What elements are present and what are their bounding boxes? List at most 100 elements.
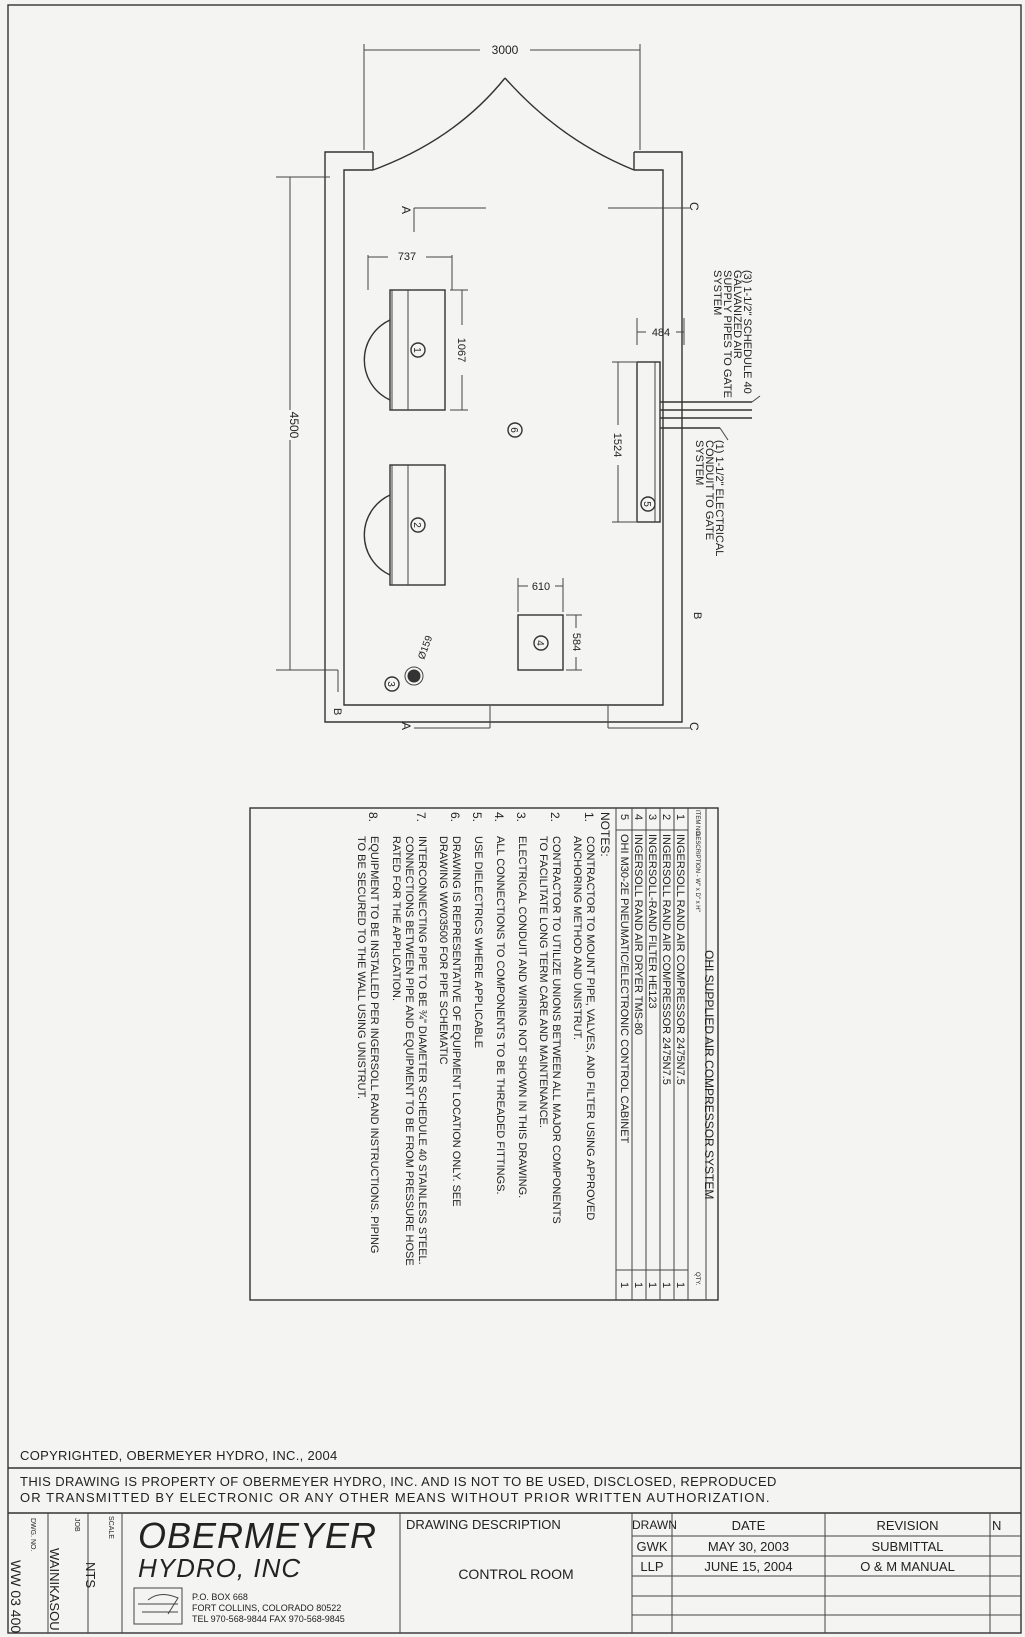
- compressor-2: [389, 464, 446, 586]
- revision-drawn: GWK: [636, 1539, 668, 1554]
- dim-compressor-depth: 1067: [455, 338, 467, 362]
- property-notice-line: THIS DRAWING IS PROPERTY OF OBERMEYER HY…: [20, 1474, 777, 1489]
- bom-row-desc: INGERSOLL-RAND FILTER HE123: [646, 834, 658, 1009]
- bom-row-qty: 1: [646, 1282, 658, 1289]
- dim-height: 4500: [287, 412, 301, 439]
- dim-width: 3000: [492, 43, 519, 57]
- callout-air-pipes: (3) 1-1/2" SCHEDULE 40 GALVANIZED AIR SU…: [711, 270, 753, 398]
- company-address: TEL 970-568-9844 FAX 970-568-9845: [192, 1614, 345, 1624]
- notes-box: [249, 807, 719, 1301]
- item-balloon-2: 2: [410, 517, 426, 533]
- bom-row-no: 4: [632, 814, 644, 821]
- notes-heading: NOTES:: [598, 812, 612, 857]
- bom-title: OHI SUPPLIED AIR COMPRESSOR SYSTEM: [702, 950, 716, 1200]
- bom-row-desc: OHI M30-2E PNEUMATIC/ELECTRONIC CONTROL …: [618, 834, 630, 1144]
- note-line: RATED FOR THE APPLICATION.: [390, 836, 402, 1002]
- svg-text:SUPPLY PIPES TO GATE: SUPPLY PIPES TO GATE: [721, 270, 733, 398]
- note-line: USE DIELECTRICS WHERE APPLICABLE: [472, 836, 484, 1049]
- room-outer-wall: [324, 151, 683, 723]
- callout-conduit: (1) 1-1/2" ELECTRICAL CONDUIT TO GATE SY…: [693, 440, 725, 556]
- company-name-sub: HYDRO, INC: [138, 1553, 302, 1583]
- svg-text:SYSTEM: SYSTEM: [711, 270, 723, 315]
- revision-desc: O & M MANUAL: [860, 1559, 955, 1574]
- item-balloon-4: 4: [533, 635, 549, 651]
- company-name: OBERMEYER: [138, 1515, 378, 1556]
- svg-text:6: 6: [508, 427, 519, 433]
- bom-row-no: 5: [618, 814, 630, 821]
- note-number: 6.: [448, 812, 462, 823]
- note-line: ANCHORING METHOD AND UNISTRUT.: [571, 836, 583, 1041]
- property-notice-line: OR TRANSMITTED BY ELECTRONIC OR ANY OTHE…: [20, 1490, 771, 1505]
- bom-row-qty: 1: [618, 1282, 630, 1289]
- svg-text:5: 5: [641, 501, 652, 507]
- copyright-line: COPYRIGHTED, OBERMEYER HYDRO, INC., 2004: [20, 1448, 338, 1463]
- revision-header-no: N: [992, 1518, 1002, 1533]
- revision-header-date: DATE: [731, 1518, 766, 1533]
- note-number: 3.: [514, 812, 528, 823]
- revision-date: MAY 30, 2003: [707, 1539, 790, 1554]
- svg-text:4: 4: [534, 640, 545, 646]
- revision-header-drawn: DRAWN: [632, 1518, 677, 1532]
- scale-label: SCALE: [107, 1516, 114, 1539]
- revision-date: JUNE 15, 2004: [704, 1559, 793, 1574]
- drawing-description: CONTROL ROOM: [458, 1566, 574, 1582]
- note-number: 2.: [548, 812, 562, 823]
- bom-header-description: DESCRIPTION - W" x D" x H": [694, 832, 700, 912]
- svg-text:1: 1: [411, 347, 422, 353]
- svg-text:GALVANIZED AIR: GALVANIZED AIR: [731, 270, 743, 359]
- note-line: DRAWING IS REPRESENTATIVE OF EQUIPMENT L…: [450, 836, 462, 1207]
- note-number: 4.: [492, 812, 506, 823]
- note-line: ALL CONNECTIONS TO COMPONENTS TO BE THRE…: [494, 836, 506, 1195]
- section-label: C: [687, 722, 701, 731]
- dim-cabinet-length: 1524: [611, 433, 623, 457]
- bom-header-qty: QTY.: [694, 1272, 700, 1286]
- air-dryer-4: [517, 614, 564, 671]
- section-label: C: [687, 202, 701, 211]
- section-label: B: [331, 708, 343, 715]
- note-line: CONNECTIONS BETWEEN PIPE AND EQUIPMENT T…: [403, 836, 415, 1266]
- revision-desc: SUBMITTAL: [871, 1539, 944, 1554]
- item-balloon-6: 6: [507, 422, 523, 438]
- dim-cabinet-depth: 484: [652, 327, 670, 339]
- filter-3-symbol: [407, 669, 421, 683]
- note-number: 1.: [582, 812, 596, 823]
- bom-row-qty: 1: [632, 1282, 644, 1289]
- bom-row-qty: 1: [660, 1282, 672, 1289]
- note-line: EQUIPMENT TO BE INSTALLED PER INGERSOLL …: [368, 836, 380, 1254]
- note-line: CONTRACTOR TO UTILIZE UNIONS BETWEEN ALL…: [550, 836, 562, 1224]
- control-cabinet-5: [636, 361, 661, 523]
- note-line: INTERCONNECTING PIPE TO BE ¾" DIAMETER S…: [416, 836, 428, 1265]
- bom-row-qty: 1: [674, 1282, 686, 1289]
- note-number: 8.: [366, 812, 380, 823]
- job-value: WAINIKASOU: [47, 1548, 62, 1631]
- drawing-description-label: DRAWING DESCRIPTION: [406, 1517, 561, 1532]
- scale-value: NTS: [83, 1562, 98, 1588]
- note-line: DRAWING WW03500 FOR PIPE SCHEMATIC: [437, 836, 449, 1065]
- section-label: B: [691, 612, 703, 619]
- revision-header-revision: REVISION: [876, 1518, 939, 1533]
- section-label: A: [399, 206, 413, 214]
- door-swing: [372, 77, 506, 171]
- item-balloon-3: 3: [384, 676, 400, 692]
- svg-text:(1) 1-1/2" ELECTRICAL: (1) 1-1/2" ELECTRICAL: [713, 440, 725, 556]
- bom-row-desc: INGERSOLL RAND AIR DRYER TMS-80: [632, 834, 644, 1035]
- bom-row-no: 2: [660, 814, 672, 821]
- sheet-border: [7, 4, 1022, 1634]
- svg-text:CONDUIT TO GATE: CONDUIT TO GATE: [703, 440, 715, 540]
- item-balloon-1: 1: [410, 342, 426, 358]
- dim-compressor-width: 737: [398, 251, 416, 263]
- company-address: P.O. BOX 668: [192, 1592, 248, 1602]
- door-swing: [504, 77, 635, 171]
- note-line: TO FACILITATE LONG TERM CARE AND MAINTEN…: [537, 836, 549, 1128]
- item-balloon-5: 5: [640, 496, 656, 512]
- note-line: TO BE SECURED TO THE WALL USING UNISTRUT…: [355, 836, 367, 1100]
- dim-dryer-depth: 584: [570, 633, 582, 651]
- note-line: ELECTRICAL CONDUIT AND WIRING NOT SHOWN …: [516, 836, 528, 1199]
- note-number: 5.: [470, 812, 484, 823]
- note-line: CONTRACTOR TO MOUNT PIPE, VALVES, AND FI…: [584, 836, 596, 1221]
- company-address: FORT COLLINS, COLORADO 80522: [192, 1603, 342, 1613]
- svg-text:(3) 1-1/2" SCHEDULE 40: (3) 1-1/2" SCHEDULE 40: [741, 270, 753, 394]
- bom-row-desc: INGERSOLL RAND AIR COMPRESSOR 2475N7.5: [660, 834, 672, 1085]
